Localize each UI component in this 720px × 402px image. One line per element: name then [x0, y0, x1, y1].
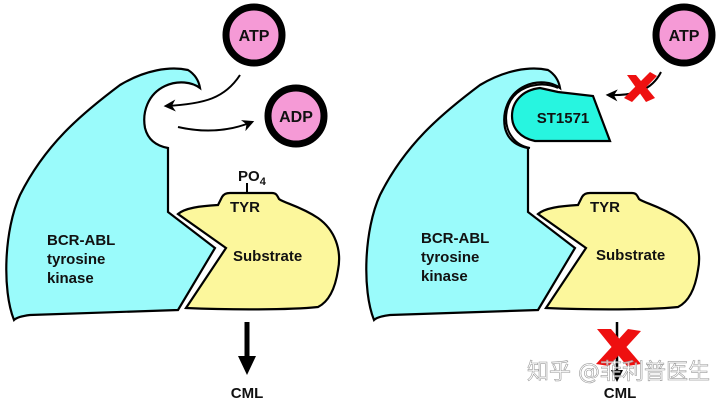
substrate-shape-left [176, 191, 341, 311]
atp-molecule-left [222, 3, 286, 67]
kinase-label-right-1: BCR-ABL [421, 230, 489, 247]
tyr-label-right: TYR [590, 199, 620, 216]
adp-label-left: ADP [279, 109, 313, 126]
watermark: 知乎 @菲利普医生 [527, 360, 710, 385]
kinase-label-right-2: tyrosine [421, 249, 479, 266]
cml-arrowhead-left [238, 356, 256, 375]
inhibitor-shape [510, 86, 612, 143]
block-x-icon-cml [596, 329, 641, 366]
cml-label-left: CML [231, 385, 264, 402]
substrate-label-left: Substrate [233, 248, 302, 265]
kinase-label-right-3: kinase [421, 268, 468, 285]
kinase-shape-left [5, 67, 217, 322]
atp-in-arrow [163, 74, 241, 112]
substrate-shape-right [536, 191, 701, 311]
atp-molecule-right [652, 3, 716, 67]
inhibitor-pocket-outline [505, 83, 559, 149]
atp-label-left: ATP [239, 28, 270, 45]
left-panel: ATP ADP PO4 TYR Substrate BCR-ABL tyrosi… [5, 3, 341, 402]
adp-molecule-left [264, 84, 328, 148]
adp-out-arrow [177, 120, 255, 132]
cml-label-right: CML [604, 385, 637, 402]
kinase-label-left-2: tyrosine [47, 251, 105, 268]
tyr-label-left: TYR [230, 199, 260, 216]
substrate-label-right: Substrate [596, 247, 665, 264]
block-x-icon-atp [624, 72, 657, 102]
atp-label-right: ATP [669, 28, 700, 45]
phosphate-label: PO4 [238, 168, 267, 188]
cml-arrowhead-right [611, 370, 623, 382]
kinase-label-left-1: BCR-ABL [47, 232, 115, 249]
right-panel: ST1571 ATP TYR Substrate BCR-ABL tyrosin… [365, 3, 716, 402]
kinase-label-left-3: kinase [47, 270, 94, 287]
inhibitor-label: ST1571 [537, 110, 590, 127]
